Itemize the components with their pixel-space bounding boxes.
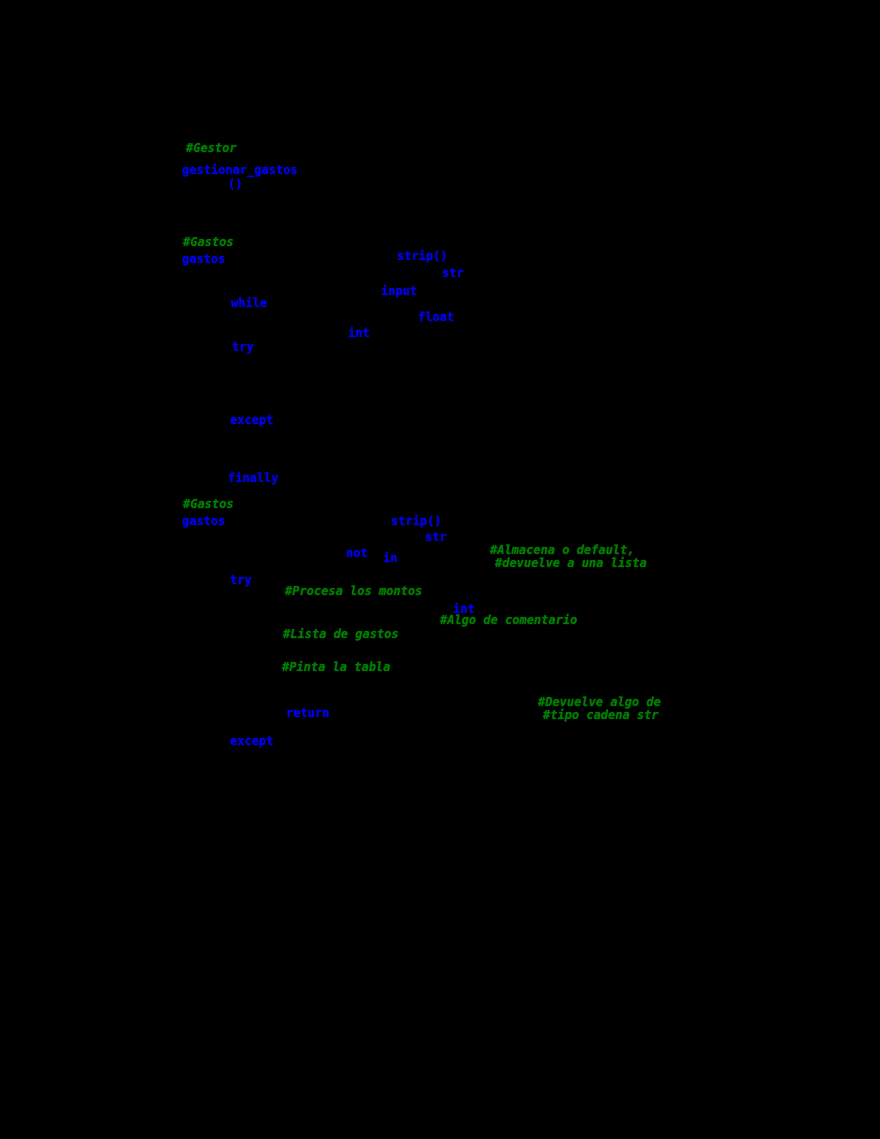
code-token: in	[383, 551, 398, 565]
code-token: str	[442, 266, 464, 280]
code-comment-token: #Pinta la tabla	[282, 660, 391, 674]
code-token: gestionar_gastos	[182, 163, 298, 177]
code-token: int	[453, 602, 475, 616]
code-token: ()	[228, 177, 243, 191]
code-comment-token: #Gastos	[183, 235, 234, 249]
code-comment-token: #tipo cadena str	[543, 708, 659, 722]
code-token: strip()	[397, 249, 448, 263]
code-comment-token: #Almacena o default,	[490, 543, 635, 557]
code-token: gastos	[182, 514, 226, 528]
code-token: str	[425, 530, 447, 544]
code-token: finally	[228, 471, 279, 485]
code-token: strip()	[391, 514, 442, 528]
code-comment-token: #Lista de gastos	[283, 627, 399, 641]
code-token: int	[348, 326, 370, 340]
code-token: return	[286, 706, 330, 720]
code-comment-token: #Gestor	[186, 141, 237, 155]
code-comment-token: #Gastos	[183, 497, 234, 511]
code-token: while	[231, 296, 268, 310]
code-token: except	[230, 734, 274, 748]
code-token: float	[418, 310, 455, 324]
code-token: try	[230, 573, 252, 587]
code-comment-token: #devuelve a una lista	[495, 556, 647, 570]
code-token: gastos	[182, 252, 226, 266]
code-token: except	[230, 413, 274, 427]
code-token: try	[232, 340, 254, 354]
code-comment-token: #Procesa los montos	[285, 584, 423, 598]
code-comment-token: #Devuelve algo de	[538, 695, 661, 709]
code-token: not	[346, 546, 368, 560]
code-token: input	[381, 284, 418, 298]
code-comment-token: #Algo de comentario	[440, 613, 578, 627]
